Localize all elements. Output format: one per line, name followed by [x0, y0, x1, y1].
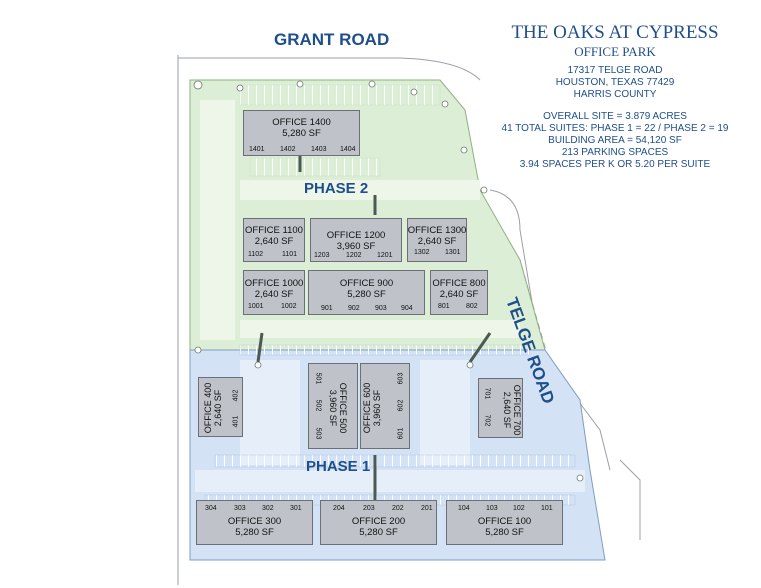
suite-number: 102 [513, 505, 525, 512]
phase-2-label: PHASE 2 [304, 180, 369, 197]
suite-number: 701 [483, 387, 491, 400]
building-office-400[interactable] [198, 377, 243, 437]
suite-number: 101 [541, 505, 553, 512]
grant-road-label: GRANT ROAD [274, 30, 390, 49]
building-office-1400[interactable] [243, 110, 360, 156]
site-title: THE OAKS AT CYPRESS [511, 22, 719, 43]
suite-number: 603 [397, 372, 405, 385]
address-line-1: 17317 TELGE ROAD [567, 65, 663, 76]
suite-number: 204 [333, 505, 345, 512]
suite-number: 801 [438, 303, 450, 310]
suite-number: 103 [486, 505, 498, 512]
building-office-1100[interactable] [243, 218, 305, 262]
suite-number: 904 [401, 305, 413, 312]
suite-number: 201 [421, 505, 433, 512]
stat-ratio: 3.94 SPACES PER K OR 5.20 PER SUITE [519, 159, 711, 170]
stat-parking: 213 PARKING SPACES [561, 147, 669, 158]
building-office-600[interactable] [360, 363, 410, 449]
suite-number: 1402 [280, 146, 296, 153]
suite-number: 1403 [311, 146, 327, 153]
suite-number: 1201 [377, 252, 393, 259]
info-block: THE OAKS AT CYPRESS OFFICE PARK 17317 TE… [470, 22, 760, 171]
suite-number: 203 [363, 505, 375, 512]
suite-number: 501 [314, 372, 322, 385]
building-office-800[interactable] [430, 270, 488, 315]
suite-number: 1401 [249, 146, 265, 153]
building-office-1200[interactable] [310, 218, 402, 262]
building-office-1000[interactable] [243, 270, 305, 315]
suite-number: 1101 [282, 251, 298, 258]
building-office-700[interactable] [478, 378, 523, 438]
suite-number: 1301 [445, 249, 461, 256]
phase-1-label: PHASE 1 [306, 458, 371, 475]
suite-number: 1404 [340, 146, 356, 153]
suite-number: 1202 [346, 252, 362, 259]
suite-number: 1001 [248, 303, 264, 310]
address-line-3: HARRIS COUNTY [573, 89, 657, 100]
suite-number: 304 [205, 505, 217, 512]
suite-number: 1203 [314, 252, 330, 259]
suite-number: 602 [397, 399, 405, 412]
suite-number: 502 [314, 399, 322, 412]
building-office-900[interactable] [308, 270, 425, 315]
building-office-500[interactable] [308, 363, 358, 449]
suite-number: 303 [234, 505, 246, 512]
stat-building-area: BUILDING AREA = 54,120 SF [548, 135, 682, 146]
suite-number: 301 [290, 505, 302, 512]
suite-number: 802 [466, 303, 478, 310]
suite-number: 402 [232, 389, 240, 402]
building-office-100[interactable] [446, 500, 563, 545]
suite-number: 702 [483, 414, 491, 427]
building-office-200[interactable] [320, 500, 437, 545]
address-line-2: HOUSTON, TEXAS 77429 [555, 77, 675, 88]
suite-number: 601 [397, 427, 405, 440]
suite-number: 901 [321, 305, 333, 312]
suite-number: 302 [262, 505, 274, 512]
suite-number: 903 [375, 305, 387, 312]
suite-number: 503 [314, 427, 322, 440]
stat-suites: 41 TOTAL SUITES: PHASE 1 = 22 / PHASE 2 … [501, 123, 729, 134]
suite-number: 202 [392, 505, 404, 512]
stat-site-area: OVERALL SITE = 3.879 ACRES [543, 111, 687, 122]
suite-number: 401 [232, 415, 240, 428]
suite-number: 1002 [281, 303, 297, 310]
building-office-300[interactable] [196, 500, 313, 545]
building-office-1300[interactable] [407, 218, 467, 262]
suite-number: 1102 [248, 251, 264, 258]
site-subtitle: OFFICE PARK [574, 44, 656, 59]
suite-number: 104 [458, 505, 470, 512]
suite-number: 902 [348, 305, 360, 312]
suite-number: 1302 [414, 249, 430, 256]
